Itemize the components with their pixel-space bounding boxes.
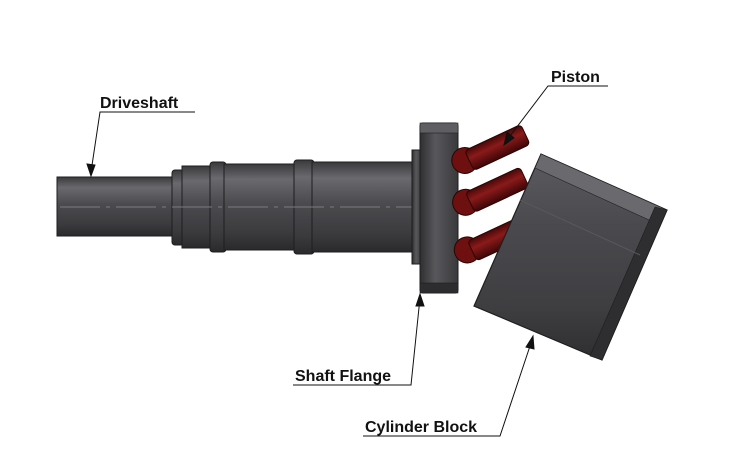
cylinder-block: [473, 153, 668, 361]
label-driveshaft: Driveshaft: [100, 95, 179, 112]
leader-lines: [86, 85, 608, 437]
leader-cylinder-block: [363, 339, 533, 437]
arrowhead-shaft-flange: [415, 292, 425, 307]
piston-2: [452, 167, 529, 216]
label-cylinder-block: Cylinder Block: [365, 419, 477, 436]
label-piston: Piston: [551, 69, 600, 86]
leader-driveshaft: [90, 111, 195, 173]
arrowhead-piston: [503, 131, 515, 147]
arrowhead-driveshaft: [86, 163, 96, 178]
arrowhead-cylinder-block: [525, 334, 535, 350]
leader-shaft-flange: [293, 297, 421, 386]
leader-piston: [506, 85, 608, 141]
label-shaft-flange: Shaft Flange: [295, 368, 391, 385]
driveshaft: [56, 159, 413, 255]
shaft-flange: [411, 122, 459, 294]
